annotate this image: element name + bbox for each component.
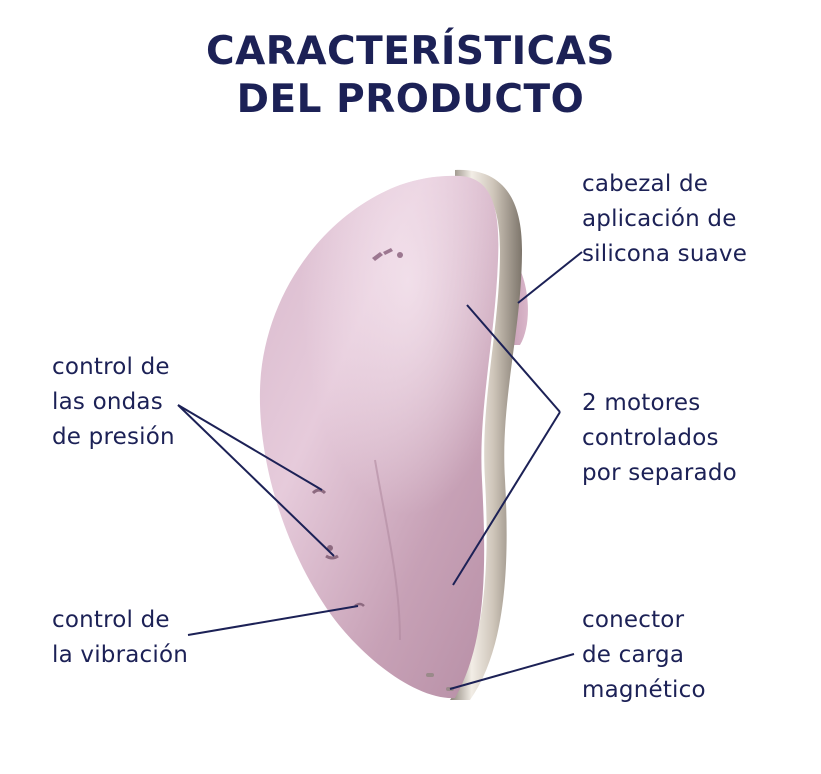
feature-vibration-control: control de la vibración — [52, 607, 189, 668]
page-title: CARACTERÍSTICAS DEL PRODUCTO — [0, 28, 821, 124]
chrome-rim — [450, 169, 522, 701]
title-line-2: DEL PRODUCTO — [236, 77, 585, 122]
leader-lines — [177, 251, 583, 690]
pressure-button-1-icon — [311, 488, 327, 495]
feature-magnetic-charger: conector de carga magnético — [582, 607, 706, 703]
brand-logo-icon — [372, 248, 403, 261]
feature-dual-motors: 2 motores controlados por separado — [582, 390, 737, 486]
body-crease — [374, 459, 401, 641]
title-line-1: CARACTERÍSTICAS — [205, 29, 616, 74]
feature-pressure-wave-control: control de las ondas de presión — [52, 354, 175, 450]
feature-silicone-head: cabezal de aplicación de silicona suave — [582, 171, 748, 267]
